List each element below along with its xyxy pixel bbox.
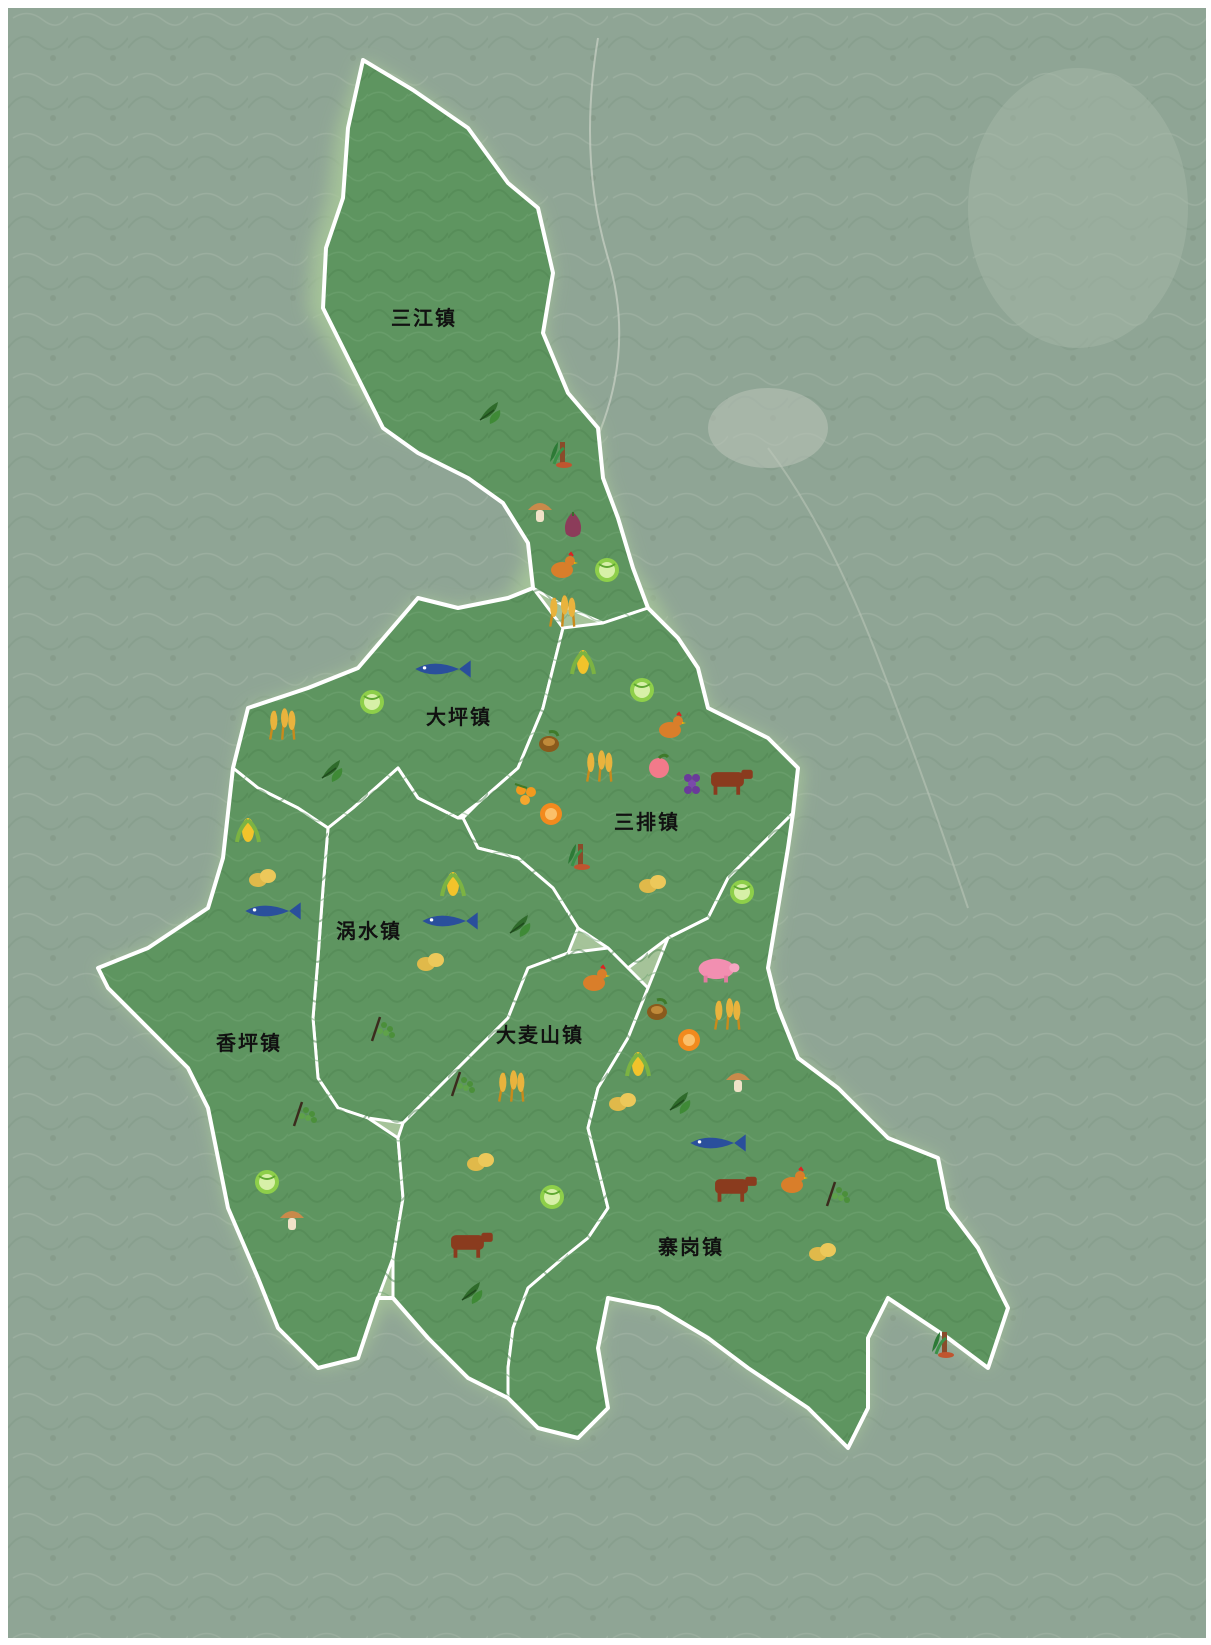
town-label-zhaigang: 寨岗镇	[657, 1235, 724, 1259]
herb-icon	[932, 1332, 954, 1358]
mushroom-icon	[528, 503, 552, 522]
haze-area	[968, 68, 1188, 348]
corn-icon	[235, 818, 261, 843]
product-icons	[235, 402, 954, 1358]
cabbage-icon	[360, 690, 384, 714]
chicken-icon	[583, 964, 610, 991]
corn-icon	[570, 650, 596, 675]
corn-icon	[625, 1052, 651, 1077]
town-labels: 三江镇 大坪镇 三排镇 涡水镇 香坪镇 大麦山镇 寨岗镇	[216, 306, 724, 1259]
cow-icon	[715, 1176, 757, 1202]
tea-leaf-icon	[461, 1282, 483, 1304]
grain-icon	[269, 708, 296, 740]
cabbage-icon	[630, 678, 654, 702]
town-label-sanpai: 三排镇	[614, 810, 680, 834]
cabbage-icon	[730, 880, 754, 904]
town-label-daping: 大坪镇	[426, 705, 492, 729]
potato-icon	[809, 1243, 836, 1261]
grape-icon	[684, 774, 700, 794]
chicken-icon	[551, 551, 578, 578]
tea-leaf-icon	[509, 915, 531, 937]
berry-branch-icon	[292, 1101, 317, 1127]
fish-icon	[245, 902, 301, 920]
road	[587, 37, 621, 459]
potato-icon	[467, 1153, 494, 1171]
peach-icon	[649, 753, 670, 778]
fish-icon	[690, 1134, 746, 1152]
potato-icon	[249, 869, 276, 887]
fish-icon	[422, 912, 478, 930]
county-outline	[96, 58, 1010, 1450]
tea-leaf-icon	[479, 402, 501, 424]
chicken-icon	[659, 711, 686, 738]
orange-icon	[678, 1029, 700, 1051]
berry-branch-icon	[450, 1071, 475, 1097]
cow-icon	[451, 1232, 493, 1258]
pig-icon	[698, 958, 740, 983]
town-label-woshui: 涡水镇	[336, 919, 402, 943]
cow-icon	[711, 769, 753, 795]
chicken-icon	[781, 1166, 808, 1193]
berry-branch-icon	[825, 1181, 850, 1207]
potato-icon	[417, 953, 444, 971]
tea-leaf-icon	[669, 1092, 691, 1114]
fish-icon	[415, 660, 471, 678]
herb-icon	[550, 442, 572, 468]
map-frame: 三江镇 大坪镇 三排镇 涡水镇 香坪镇 大麦山镇 寨岗镇	[8, 8, 1206, 1638]
tea-leaf-icon	[321, 760, 343, 782]
town-label-damaishan: 大麦山镇	[496, 1023, 584, 1047]
grain-icon	[714, 998, 741, 1030]
mushroom-icon	[726, 1073, 750, 1092]
grain-icon	[549, 595, 576, 627]
fig-icon	[564, 512, 582, 537]
mushroom-icon	[280, 1211, 304, 1230]
berry-branch-icon	[370, 1016, 395, 1042]
cabbage-icon	[540, 1185, 564, 1209]
road	[767, 447, 969, 909]
town-regions	[96, 58, 1010, 1450]
orange-icon	[540, 803, 562, 825]
town-area	[708, 388, 828, 468]
cabbage-icon	[255, 1170, 279, 1194]
herb-icon	[568, 844, 590, 870]
town-label-xiangping: 香坪镇	[216, 1031, 282, 1055]
kumquat-icon	[514, 783, 536, 805]
grain-icon	[586, 750, 613, 782]
grain-icon	[498, 1070, 525, 1102]
potato-icon	[609, 1093, 636, 1111]
potato-icon	[639, 875, 666, 893]
town-label-sanjiang: 三江镇	[391, 306, 457, 330]
corn-icon	[440, 872, 466, 897]
chestnut-icon	[539, 730, 560, 752]
map[interactable]: 三江镇 大坪镇 三排镇 涡水镇 香坪镇 大麦山镇 寨岗镇	[8, 8, 1206, 1638]
cabbage-icon	[595, 558, 619, 582]
chestnut-icon	[647, 998, 668, 1020]
